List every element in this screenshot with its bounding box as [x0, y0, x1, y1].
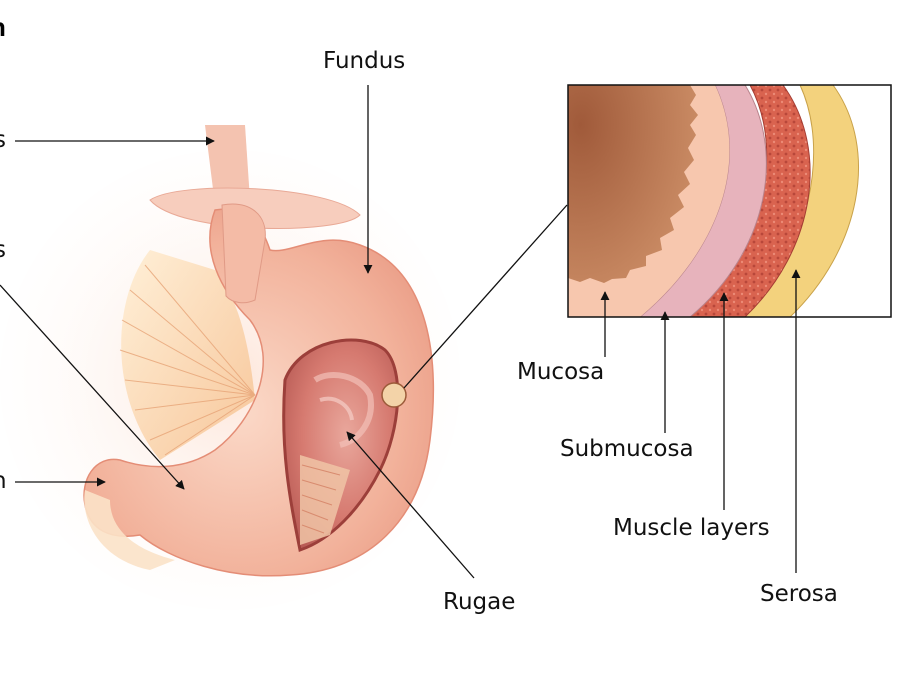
label-rugae: Rugae — [443, 589, 516, 615]
label-fundus: Fundus — [323, 48, 406, 74]
duodenum — [84, 490, 175, 570]
label-serosa: Serosa — [760, 581, 838, 607]
zoom-line — [403, 204, 568, 389]
rugae-arrow — [346, 431, 475, 579]
magnify-spot — [381, 382, 407, 408]
cut-label-3: n — [0, 470, 7, 493]
muscle-fiber-lines — [301, 464, 341, 534]
label-mucosa: Mucosa — [517, 359, 605, 385]
title-fragment: h — [0, 14, 6, 40]
muscle-fibers-cut — [300, 455, 350, 545]
fan-lines — [119, 264, 256, 456]
mucosa-inner — [568, 85, 698, 283]
diaphragm-tissue — [149, 187, 361, 230]
esophagus — [205, 125, 250, 205]
label-submucosa: Submucosa — [560, 436, 694, 462]
layer-inset — [567, 84, 892, 318]
rugae-folds — [313, 372, 374, 448]
inset-border — [567, 84, 892, 318]
esophagus-junction — [221, 203, 266, 304]
cut-label-2: s — [0, 239, 6, 262]
left-arrow-2 — [0, 284, 185, 490]
rugae-fold-2 — [319, 396, 354, 421]
cut-label-1: s — [0, 129, 6, 152]
label-muscle-layers: Muscle layers — [613, 515, 770, 541]
